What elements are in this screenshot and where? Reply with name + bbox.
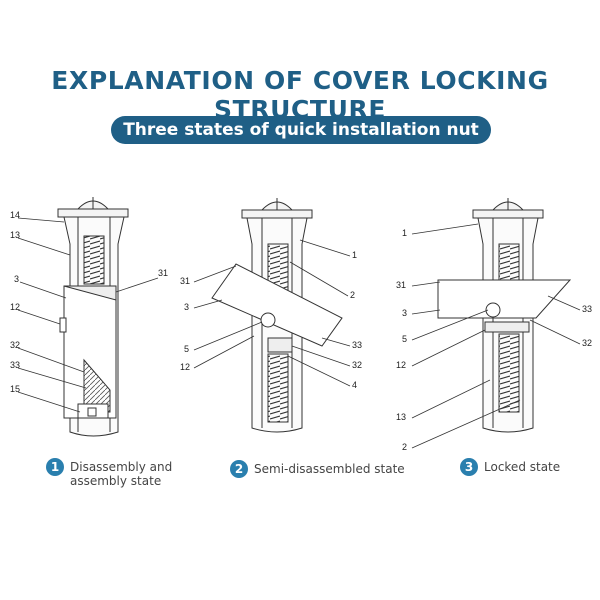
figure-3-leader-lines — [411, 223, 581, 449]
fig1-label-13: 13 — [10, 230, 20, 240]
subtitle-text: Three states of quick installation nut — [123, 120, 479, 140]
fig2-label-32: 32 — [352, 360, 362, 370]
fig3-label-13: 13 — [396, 412, 406, 422]
fig3-label-32: 32 — [582, 338, 592, 348]
fig3-label-12: 12 — [396, 360, 406, 370]
state-caption-1: 1 Disassembly and assembly state — [46, 458, 172, 488]
figure-3-locked-state — [437, 198, 572, 433]
fig1-label-31: 31 — [158, 268, 168, 278]
figure-1-leader-lines — [17, 217, 159, 413]
fig2-label-3: 3 — [184, 302, 189, 312]
fig2-label-31: 31 — [180, 276, 190, 286]
subtitle-banner: Three states of quick installation nut — [111, 116, 491, 144]
state-caption-3: 3 Locked state — [460, 458, 560, 476]
figure-2-part-labels: 1 31 2 3 5 33 12 32 4 — [180, 250, 362, 390]
fig3-label-1: 1 — [402, 228, 407, 238]
state-label-line1: Semi-disassembled state — [254, 462, 405, 476]
fig2-label-33: 33 — [352, 340, 362, 350]
fig3-label-5: 5 — [402, 334, 407, 344]
state-number-badge: 2 — [230, 460, 248, 478]
fig1-label-15: 15 — [10, 384, 20, 394]
state-label-line2: assembly state — [70, 474, 162, 488]
fig2-label-1: 1 — [352, 250, 357, 260]
fig1-label-3: 3 — [14, 274, 19, 284]
state-label-line1: Locked state — [484, 460, 561, 474]
state-label-line1: Disassembly and — [70, 460, 173, 474]
fig2-label-12: 12 — [180, 362, 190, 372]
state-number-badge: 1 — [46, 458, 64, 476]
state-label: Disassembly and assembly state — [70, 458, 172, 488]
figure-3-part-labels: 1 31 3 33 5 32 12 13 2 — [396, 228, 592, 452]
state-label: Semi-disassembled state — [254, 460, 405, 476]
fig2-label-2: 2 — [350, 290, 355, 300]
figure-2-semi-disassembled-state — [211, 198, 343, 433]
figure-2-leader-lines — [193, 239, 351, 387]
figure-1-part-labels: 14 13 3 31 12 32 33 15 — [10, 210, 168, 394]
fig1-label-32: 32 — [10, 340, 20, 350]
state-caption-2: 2 Semi-disassembled state — [230, 460, 405, 478]
fig3-label-31: 31 — [396, 280, 406, 290]
fig2-label-5: 5 — [184, 344, 189, 354]
page-title: EXPLANATION OF COVER LOCKING STRUCTURE — [51, 66, 549, 124]
fig3-label-33: 33 — [582, 304, 592, 314]
fig1-label-12: 12 — [10, 302, 20, 312]
figure-1-disassembly-state — [57, 197, 129, 437]
fig1-label-33: 33 — [10, 360, 20, 370]
fig2-label-4: 4 — [352, 380, 357, 390]
state-label: Locked state — [484, 458, 560, 474]
fig3-label-2: 2 — [402, 442, 407, 452]
fig1-label-14: 14 — [10, 210, 20, 220]
fig3-label-3: 3 — [402, 308, 407, 318]
state-number-badge: 3 — [460, 458, 478, 476]
